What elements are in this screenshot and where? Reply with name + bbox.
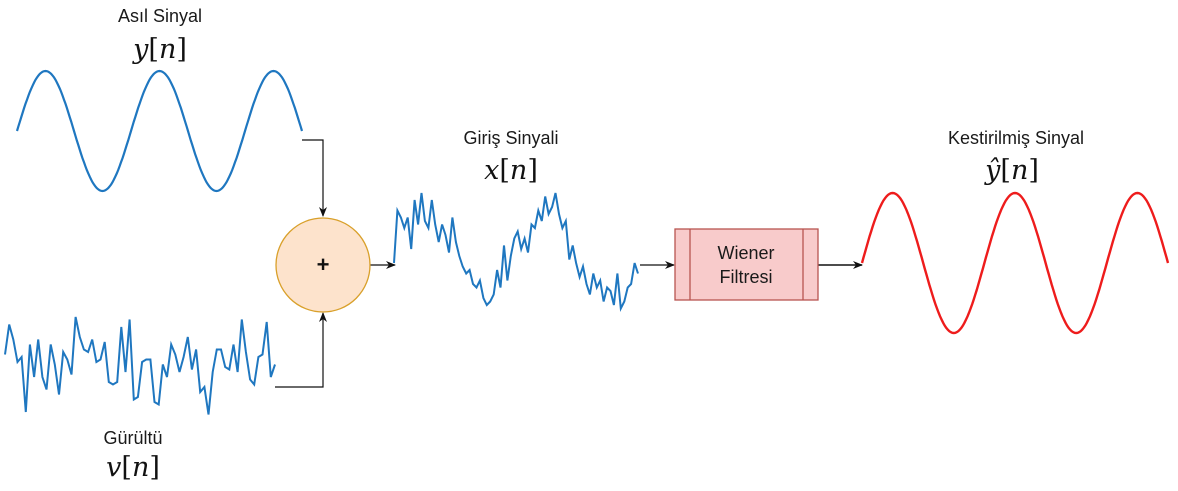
adder-plus-symbol: + — [317, 252, 330, 277]
original-signal-symbol-idx: n — [158, 34, 177, 65]
estimated-signal-symbol: ŷ[n] — [985, 155, 1039, 186]
input-signal-label: Giriş Sinyali — [463, 128, 559, 148]
input-signal-symbol-idx: n — [509, 155, 528, 186]
filter-label-line1: Wiener — [717, 243, 774, 263]
original-signal-symbol: y[n] — [133, 34, 187, 65]
bracket-close: ] — [1028, 155, 1039, 186]
original-signal-symbol-var: y — [133, 34, 149, 65]
bracket-close: ] — [176, 34, 187, 65]
bracket-close: ] — [149, 452, 160, 483]
noise-label: Gürültü — [103, 428, 163, 448]
filter-label-line2: Filtresi — [720, 267, 773, 287]
bracket-open: [ — [499, 155, 510, 186]
estimated-signal-symbol-idx: n — [1010, 155, 1029, 186]
original-signal-waveform — [15, 69, 304, 193]
noise-symbol-idx: n — [131, 452, 150, 483]
noise-symbol-var: v — [106, 452, 122, 483]
estimated-signal-waveform — [860, 191, 1170, 335]
bracket-open: [ — [121, 452, 132, 483]
original-to-adder-arrow — [302, 139, 327, 217]
adder-block: + — [275, 217, 371, 313]
estimated-signal-symbol-var: ŷ — [985, 155, 1001, 186]
input-signal-symbol: x[n] — [484, 155, 538, 186]
bracket-close: ] — [527, 155, 538, 186]
bracket-open: [ — [148, 34, 159, 65]
noise-symbol: v[n] — [106, 452, 160, 483]
wiener-filter-block: Wiener Filtresi — [674, 228, 819, 301]
noise-waveform — [4, 316, 276, 415]
input-signal-symbol-var: x — [484, 155, 500, 186]
estimated-signal-label: Kestirilmiş Sinyal — [947, 128, 1085, 148]
original-signal-label: Asıl Sinyal — [117, 6, 203, 26]
noise-to-adder-arrow — [275, 312, 327, 388]
input-signal-waveform — [393, 192, 639, 313]
bracket-open: [ — [1000, 155, 1011, 186]
